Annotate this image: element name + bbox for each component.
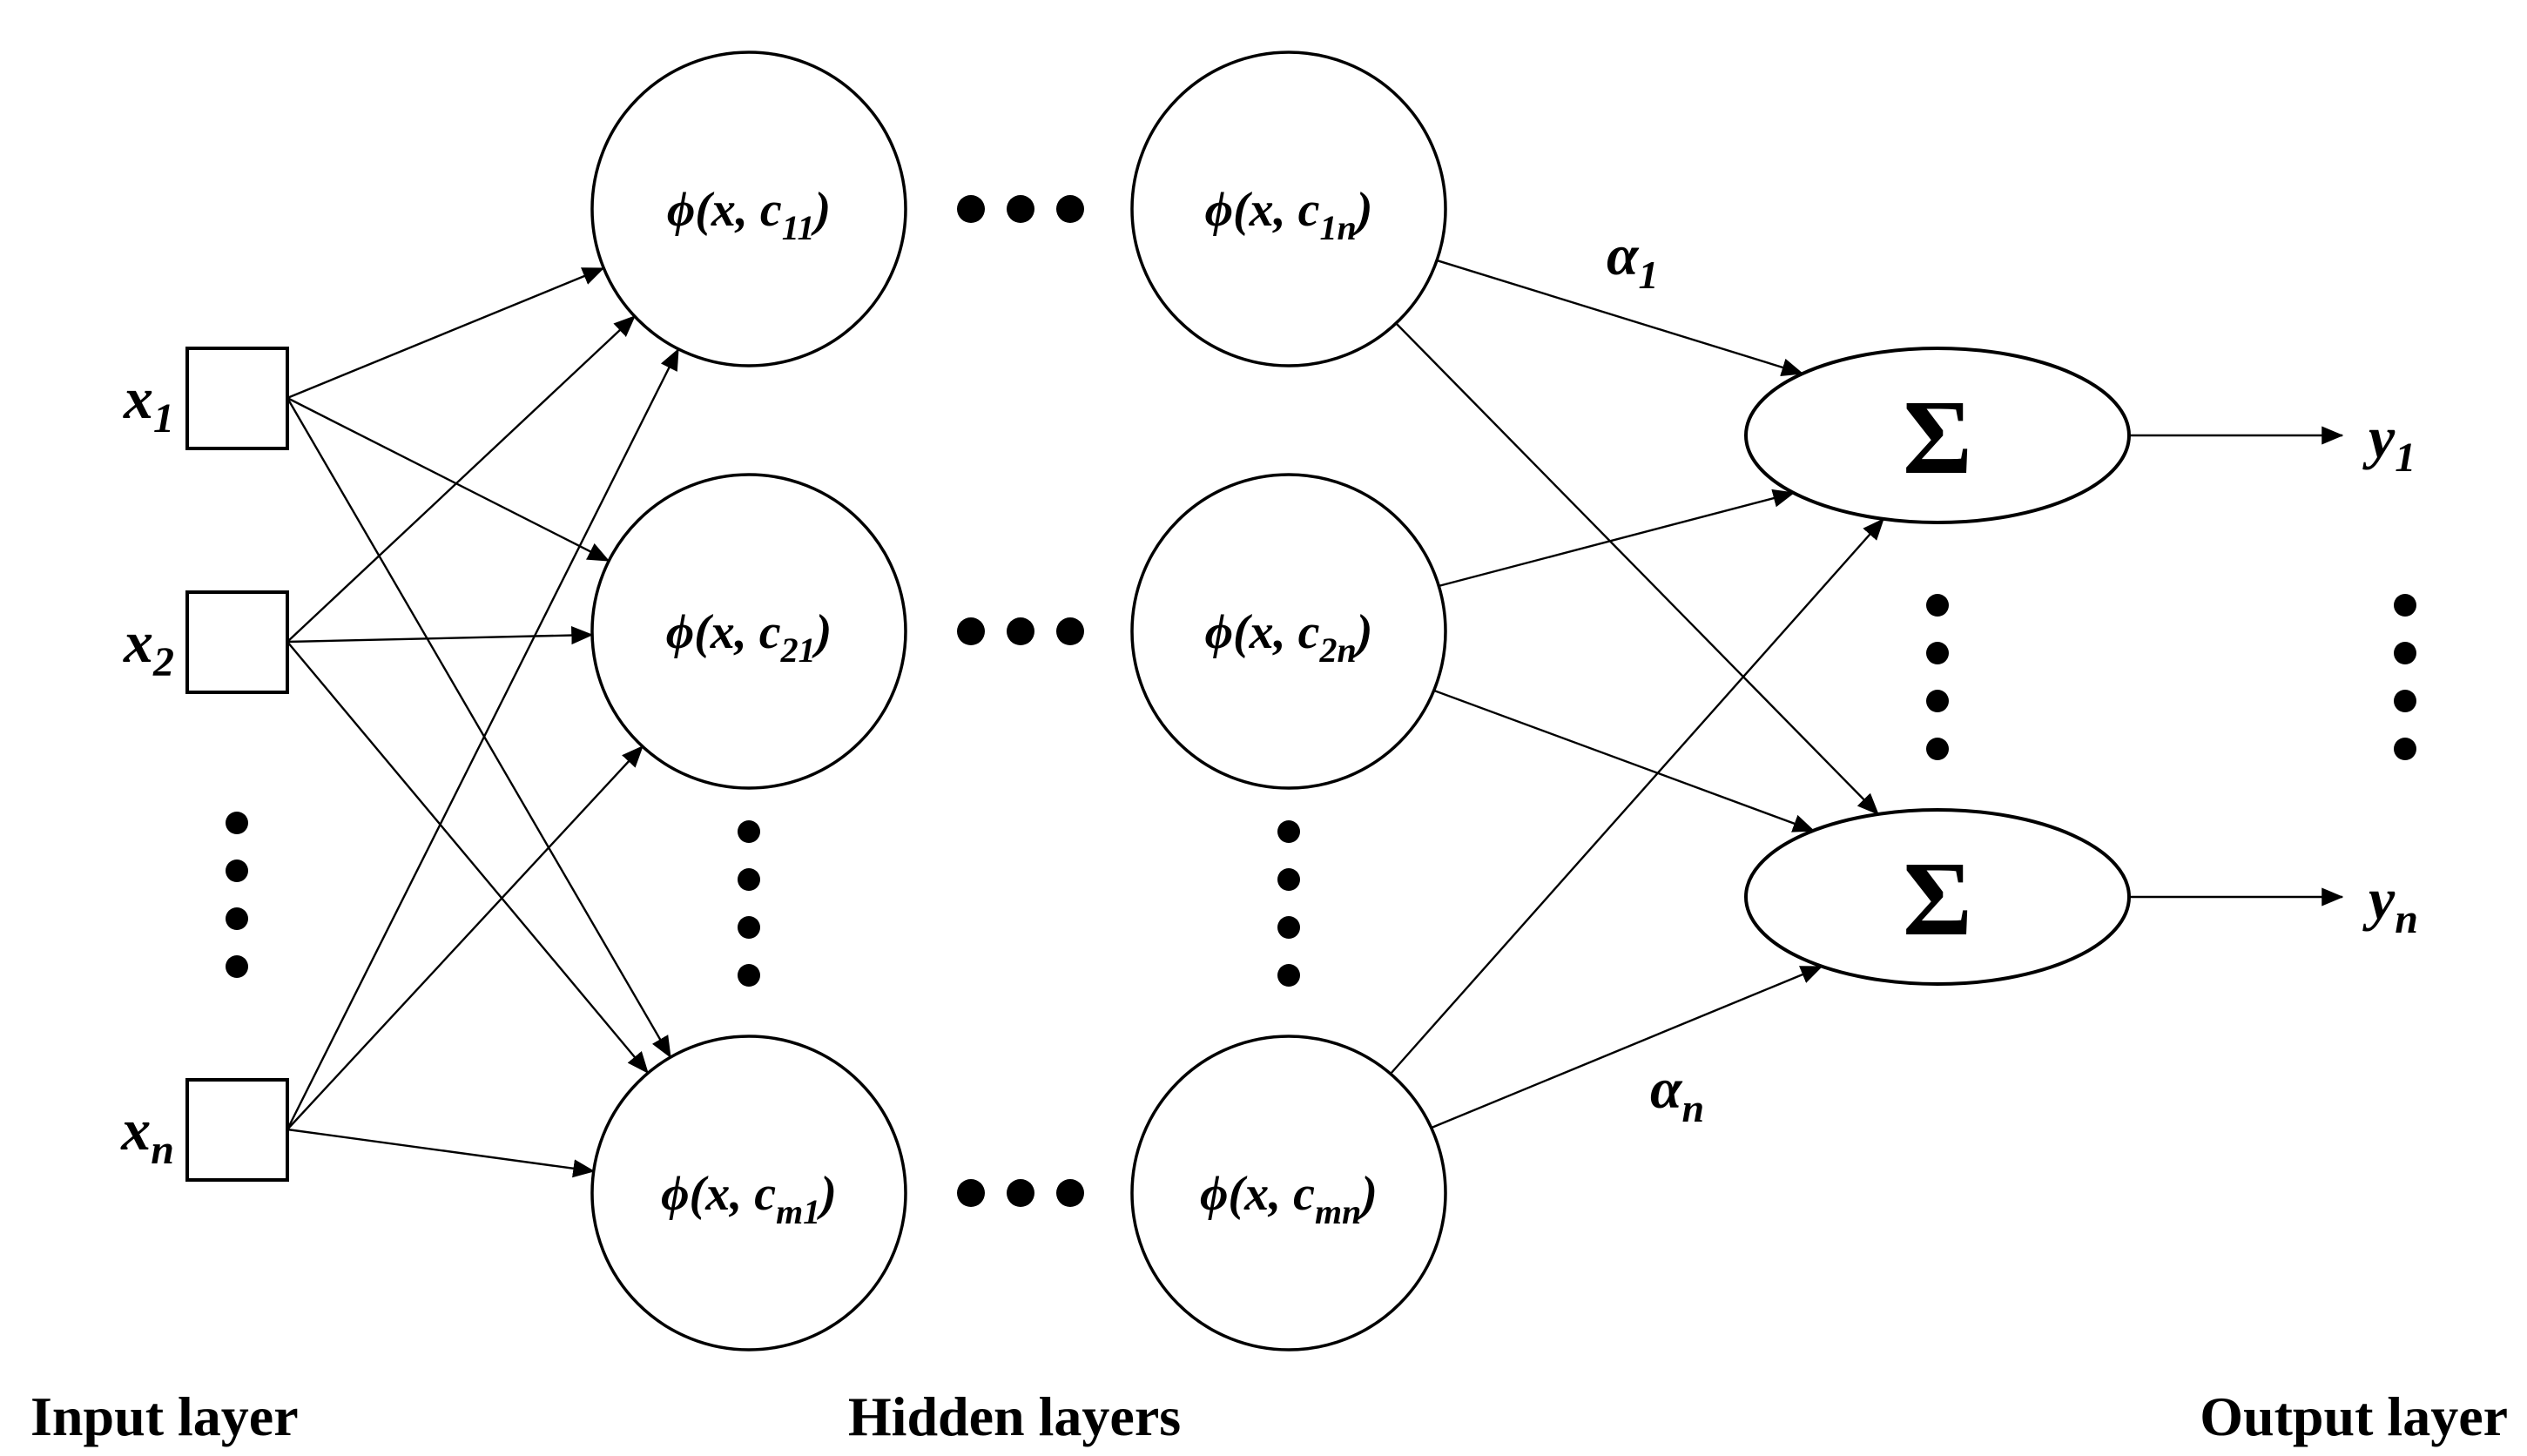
output-sum-node-n bbox=[1744, 808, 2131, 986]
hidden-node-cmn bbox=[1130, 1035, 1447, 1352]
hidden-label-c11: ϕ(x, c11) bbox=[667, 183, 831, 247]
edge-x1-c11 bbox=[286, 266, 605, 400]
input-node-x1 bbox=[185, 347, 289, 450]
hidden-node-cm1 bbox=[590, 1035, 907, 1352]
output-vertical-ellipsis bbox=[1926, 594, 1949, 760]
hidden-node-c1n bbox=[1130, 51, 1447, 367]
output-label-vertical-ellipsis bbox=[2394, 594, 2416, 760]
hidden-label-cmn: ϕ(x, cmn) bbox=[1200, 1167, 1378, 1231]
edge-xn-c11 bbox=[286, 347, 680, 1130]
hidden-layer-col1: ϕ(x, c11) ϕ(x, c21) ϕ(x, cm1) bbox=[590, 51, 907, 1352]
caption-hidden-layers: Hidden layers bbox=[848, 1385, 1181, 1447]
hidden-to-output-edges bbox=[1390, 259, 1884, 1129]
sum-symbol-1: Σ bbox=[1903, 379, 1972, 496]
weight-label-alpha1: α1 bbox=[1607, 224, 1659, 297]
hidden-label-c1n: ϕ(x, c1n) bbox=[1205, 183, 1373, 247]
edge-c2n-sum1 bbox=[1438, 489, 1796, 588]
edge-x1-c21 bbox=[286, 396, 610, 563]
hidden-label-c2n: ϕ(x, c2n) bbox=[1205, 605, 1373, 670]
edge-c1n-sum1 bbox=[1436, 259, 1804, 377]
edge-c2n-sumn bbox=[1433, 689, 1816, 832]
weight-label-alphan: αn bbox=[1650, 1057, 1704, 1130]
hidden-horizontal-ellipsis-row3 bbox=[957, 1179, 1084, 1207]
edge-x2-cm1 bbox=[286, 641, 649, 1075]
hidden-col2-vertical-ellipsis bbox=[1277, 820, 1300, 987]
hidden-label-c21: ϕ(x, c21) bbox=[666, 605, 832, 670]
output-label-yn: yn bbox=[2362, 866, 2418, 942]
hidden-label-cm1: ϕ(x, cm1) bbox=[661, 1167, 837, 1231]
hidden-col1-vertical-ellipsis bbox=[738, 820, 760, 987]
hidden-node-c21 bbox=[590, 473, 907, 790]
input-label-xn: xn bbox=[120, 1096, 174, 1173]
input-label-x2: x2 bbox=[123, 609, 174, 685]
hidden-horizontal-ellipsis-row2 bbox=[957, 617, 1084, 645]
input-layer: x1 x2 xn bbox=[120, 347, 289, 1182]
output-sum-node-1 bbox=[1744, 347, 2131, 524]
edge-x2-c11 bbox=[286, 315, 636, 643]
sum-symbol-n: Σ bbox=[1903, 840, 1972, 958]
caption-input-layer: Input layer bbox=[30, 1385, 299, 1447]
edge-xn-cm1 bbox=[286, 1128, 596, 1178]
edge-cmn-sumn bbox=[1431, 965, 1823, 1129]
hidden-node-c2n bbox=[1130, 473, 1447, 790]
hidden-horizontal-ellipsis-row1 bbox=[957, 195, 1084, 223]
input-node-x2 bbox=[185, 590, 289, 694]
input-vertical-ellipsis bbox=[226, 812, 248, 978]
hidden-node-c11 bbox=[590, 51, 907, 367]
edge-cmn-sum1 bbox=[1390, 518, 1884, 1075]
edge-x1-cm1 bbox=[286, 397, 672, 1059]
input-label-x1: x1 bbox=[123, 365, 174, 442]
output-label-y1: y1 bbox=[2362, 404, 2416, 481]
output-layer: Σ Σ y1 yn bbox=[1744, 347, 2418, 986]
hidden-layer-col2: ϕ(x, c1n) ϕ(x, c2n) ϕ(x, cmn) bbox=[1130, 51, 1447, 1352]
caption-output-layer: Output layer bbox=[2200, 1385, 2508, 1447]
input-node-xn bbox=[185, 1078, 289, 1182]
input-to-hidden-edges bbox=[286, 266, 680, 1178]
edge-c1n-sumn bbox=[1395, 322, 1879, 815]
edge-xn-c21 bbox=[286, 745, 644, 1130]
output-arrows bbox=[2129, 426, 2344, 907]
edge-x2-c21 bbox=[286, 625, 594, 645]
